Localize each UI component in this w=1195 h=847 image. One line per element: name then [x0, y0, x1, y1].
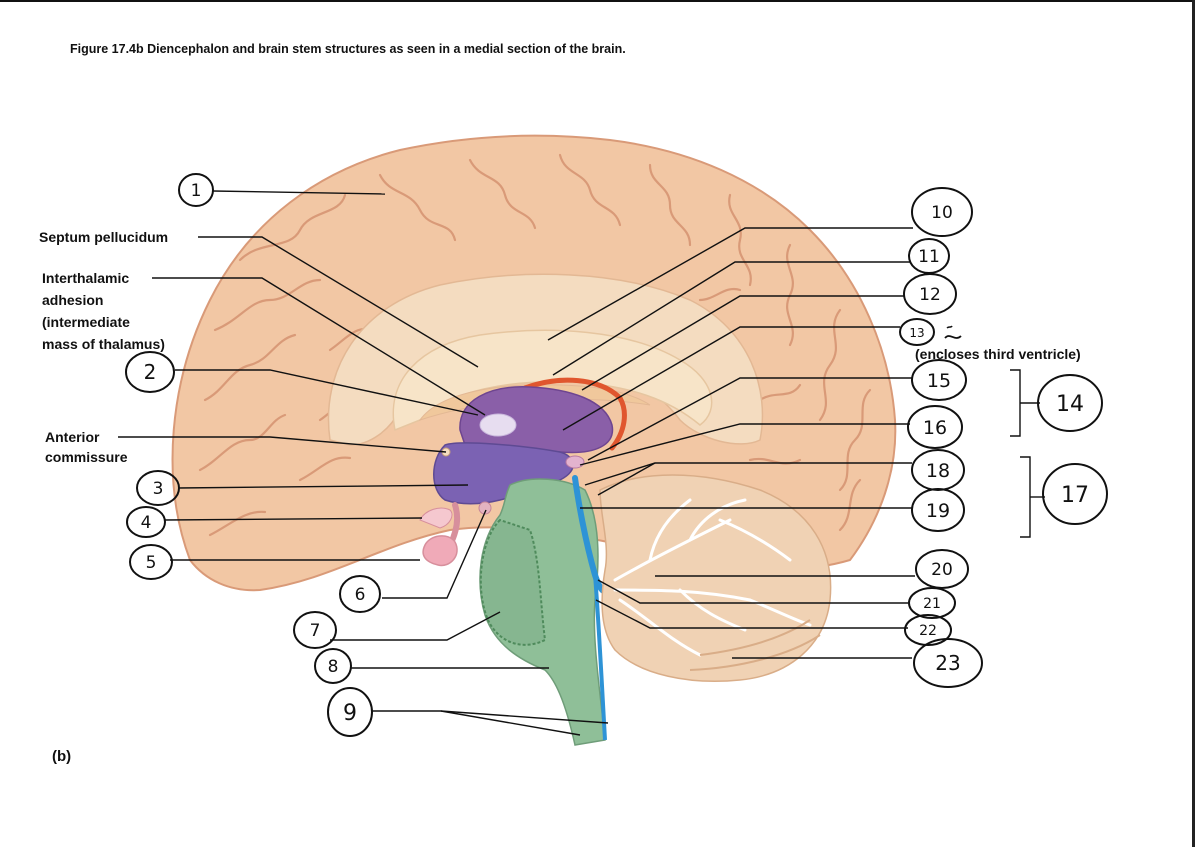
circle-16	[907, 405, 963, 449]
number-22: 22	[919, 623, 937, 639]
number-1: 1	[191, 181, 202, 201]
number-8: 8	[328, 657, 339, 677]
mammillary-body	[478, 501, 492, 515]
number-23: 23	[935, 651, 960, 675]
number-14: 14	[1056, 392, 1084, 417]
circle-10	[911, 187, 973, 237]
number-labels: 1 2 3 4 5 6 7 8 9 10 11 12 13 14 15 16 1…	[141, 181, 1089, 726]
circle-8	[314, 648, 352, 684]
tilde-mark	[944, 335, 962, 339]
circle-23	[913, 638, 983, 688]
number-13: 13	[909, 326, 924, 340]
circle-9	[327, 687, 373, 737]
right-border	[1192, 0, 1195, 847]
number-12: 12	[919, 285, 941, 305]
brain-illustration	[171, 134, 897, 746]
top-border	[0, 0, 1195, 2]
figure-caption: Figure 17.4b Diencephalon and brain stem…	[70, 42, 626, 56]
number-circles	[125, 173, 1108, 737]
optic-chiasma	[419, 507, 453, 529]
number-17: 17	[1061, 483, 1089, 508]
number-7: 7	[310, 621, 321, 641]
number-2: 2	[144, 360, 157, 384]
circle-3	[136, 470, 180, 506]
fourth-ventricle	[593, 574, 607, 741]
label-interthalamic-adhesion: Interthalamic adhesion (intermediate mas…	[42, 267, 165, 355]
number-11: 11	[918, 247, 940, 267]
interthalamic-adhesion	[479, 413, 517, 437]
circle-14	[1037, 374, 1103, 432]
anterior-line-2: commissure	[45, 449, 128, 465]
number-5: 5	[146, 553, 157, 573]
number-18: 18	[926, 460, 950, 482]
circle-21	[908, 587, 956, 619]
choroid-plexus	[522, 377, 627, 451]
circle-5	[129, 544, 173, 580]
number-20: 20	[931, 560, 953, 580]
number-9: 9	[343, 701, 357, 726]
label-anterior-commissure: Anterior commissure	[45, 427, 127, 467]
circle-4	[126, 506, 166, 538]
number-19: 19	[926, 500, 950, 522]
cerebellum-folia-2	[689, 634, 821, 671]
interthalamic-line-4: mass of thalamus)	[42, 336, 165, 352]
gyri	[198, 153, 872, 537]
circle-2	[125, 351, 175, 393]
circle-15	[911, 359, 967, 401]
circle-6	[339, 575, 381, 613]
anterior-line-1: Anterior	[45, 429, 100, 445]
number-3: 3	[153, 479, 164, 499]
interthalamic-line-1: Interthalamic	[42, 270, 130, 286]
circle-20	[915, 549, 969, 589]
number-4: 4	[141, 513, 152, 533]
number-6: 6	[355, 585, 366, 605]
label-encloses-third-ventricle: (encloses third ventricle)	[915, 346, 1081, 362]
arbor-vitae	[613, 498, 812, 657]
interthalamic-line-3: (intermediate	[42, 314, 130, 330]
subfigure-label: (b)	[52, 748, 72, 765]
interthalamic-line-2: adhesion	[42, 292, 104, 308]
circle-22	[904, 614, 952, 646]
number-15: 15	[927, 370, 951, 392]
leader-lines	[118, 190, 1045, 736]
pineal-gland	[565, 455, 585, 469]
pituitary-gland	[422, 535, 458, 567]
circle-1	[178, 173, 214, 207]
circle-12	[903, 273, 957, 315]
cerebellum-folia	[699, 619, 811, 656]
number-21: 21	[923, 596, 941, 612]
tilde-top	[946, 325, 953, 329]
label-septum-pellucidum: Septum pellucidum	[39, 229, 169, 245]
circle-17	[1042, 463, 1108, 525]
circle-19	[911, 488, 965, 532]
circle-7	[293, 611, 337, 649]
circle-11	[908, 238, 950, 274]
number-16: 16	[923, 417, 947, 439]
number-10: 10	[931, 203, 953, 223]
circle-13	[899, 318, 935, 346]
cerebellum	[599, 474, 832, 682]
